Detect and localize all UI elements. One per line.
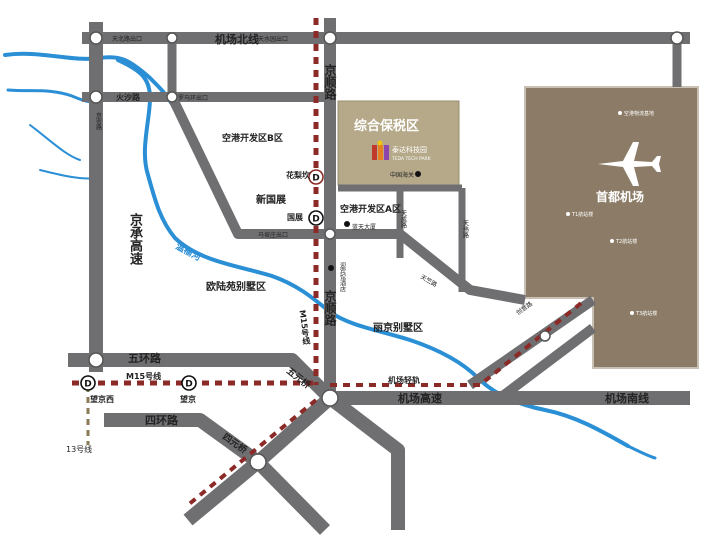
node-tianbei <box>166 32 178 44</box>
tianzhu-road <box>330 229 526 305</box>
yingbin-dot <box>328 265 334 271</box>
label-oulu-villas: 欧陆苑别墅区 <box>206 280 266 293</box>
road-nodes <box>88 31 684 471</box>
metro-icon-letter: D <box>312 174 319 184</box>
airport-link-road-2 <box>496 324 597 402</box>
label-jingshun-upper: 京顺路 <box>323 63 337 101</box>
south-diagonal <box>253 457 330 535</box>
label-wenyu-river: 温榆河 <box>174 240 203 263</box>
label-airport-dev-b: 空港开发区B区 <box>222 132 283 144</box>
label-yingbin-hotel: 迎宾馆酒店 <box>339 261 346 293</box>
label-t1: T1航站楼 <box>571 211 593 218</box>
label-jingshun-lower: 京顺路 <box>323 289 337 327</box>
label-new-expo: 新国展 <box>256 193 286 206</box>
label-jingmi-road: 京密路 <box>95 111 102 131</box>
node-jingshun-mid <box>324 228 336 240</box>
fifth-ring-road <box>68 353 335 403</box>
label-airport-light-rail: 机场轻轨 <box>388 375 420 385</box>
node-huosha-mid <box>166 91 178 103</box>
airplane-icon <box>598 142 661 186</box>
label-wangjingxi: 望京西 <box>90 394 114 404</box>
node-fifth-ring-west <box>88 352 104 368</box>
metro-station-wangjing: D <box>181 375 197 391</box>
metro-station-guozhan: D <box>308 210 324 226</box>
river-stream-a <box>29 124 81 161</box>
label-mawu-exit: 马坡庄出口 <box>258 231 288 239</box>
node-huosha-west <box>89 90 103 104</box>
label-wangjing: 望京 <box>180 394 196 404</box>
airport-light-rail <box>330 298 587 387</box>
node-ne <box>670 31 684 45</box>
label-guozhan: 国展 <box>287 212 303 222</box>
label-t2: T2航站楼 <box>615 238 637 245</box>
label-m15-vertical: M15号线 <box>298 309 312 346</box>
label-tianzhu-road: 天竺路 <box>419 273 439 289</box>
label-bonded-zone: 综合保税区 <box>354 118 419 134</box>
label-m15-line: M15号线 <box>126 371 161 381</box>
label-tianwei-road: 天纬路 <box>462 220 469 239</box>
label-t3: T3航站楼 <box>635 310 657 317</box>
label-huosha-road: 火沙路 <box>116 92 141 102</box>
label-fourth-ring: 四环路 <box>145 413 179 427</box>
label-lantian: 蓝天大厦 <box>352 223 376 231</box>
metro-station-hualiwu: D <box>308 169 324 185</box>
label-airport-dev-a: 空港开发区A区 <box>340 203 401 215</box>
road-network <box>68 18 690 535</box>
metro-station-wangjingxi: D <box>80 375 96 391</box>
label-hualiwu: 花梨坎 <box>286 170 310 180</box>
bonded-zone-area <box>337 100 460 186</box>
teda-logo-icon <box>372 140 389 160</box>
label-lijing-villas: 丽京别墅区 <box>373 321 423 334</box>
node-nw <box>89 31 103 45</box>
label-tianshuiyuan-exit: 天水园出口 <box>258 35 288 43</box>
node-siyuan <box>249 453 267 471</box>
metro-icon-letter: D <box>84 380 91 390</box>
diagonal-road <box>167 94 330 239</box>
airport-link-road <box>467 295 596 390</box>
label-tiancheng-road: 天成路 <box>400 210 407 229</box>
fourth-ring-road <box>104 413 263 468</box>
label-airport-name: 首都机场 <box>596 189 644 204</box>
metro-icon-letter: D <box>185 380 192 390</box>
river-north-branch <box>3 51 174 106</box>
t2-dot <box>610 239 614 243</box>
t1-dot <box>566 212 570 216</box>
label-luoma-exit: 罗马环出口 <box>178 94 208 102</box>
label-china-customs: 中国海关 <box>390 171 414 179</box>
label-airport-north-line: 机场北线 <box>215 32 259 46</box>
label-brand-name: 泰达科技园 <box>392 145 427 154</box>
label-brand-sub: TEDA TECH PARK <box>391 156 432 162</box>
label-logistics: 空港物流基地 <box>624 110 654 117</box>
node-east-link <box>539 330 551 342</box>
node-jingshun-north <box>323 31 337 45</box>
logistics-dot <box>618 111 622 115</box>
rail-southwest <box>186 398 318 507</box>
label-line13: 13号线 <box>66 444 92 454</box>
metro-icon-letter: D <box>312 215 319 225</box>
china-customs-dot <box>415 171 421 177</box>
label-airport-expressway: 机场高速 <box>398 391 442 405</box>
node-wuyuan <box>321 389 339 407</box>
t3-dot <box>630 311 634 315</box>
south-road <box>325 392 405 530</box>
river-stream-b <box>39 169 97 180</box>
label-fifth-ring: 五环路 <box>128 351 162 365</box>
lantian-dot <box>344 221 350 227</box>
label-airport-south-line: 机场南线 <box>605 391 649 405</box>
label-tianbei-exit: 天北路出口 <box>112 35 142 43</box>
river-tail <box>626 444 657 460</box>
